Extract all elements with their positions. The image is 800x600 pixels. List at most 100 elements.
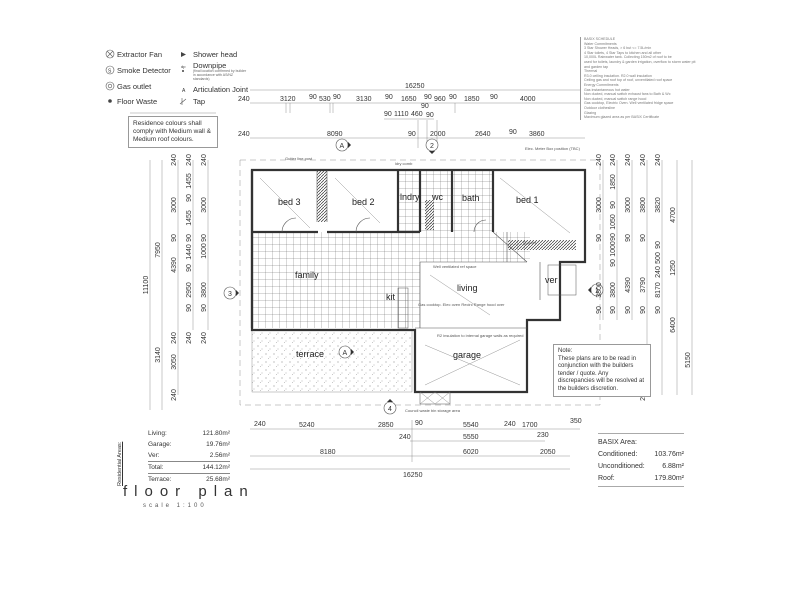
dimension-label: 3000	[596, 197, 603, 213]
svg-text:R2 insulation to internal gara: R2 insulation to internal garage walls a…	[437, 333, 524, 338]
dimension-label: 90	[625, 306, 632, 314]
dimension-label: 3800	[640, 197, 647, 213]
dimension-label: 90	[426, 112, 434, 119]
basix-commitment-line: Thermal	[584, 69, 598, 74]
dimension-label: 2850	[378, 422, 394, 429]
basix-commitment-line: Maximum glazed area as per BASIX Certifi…	[584, 115, 660, 120]
dimension-label: 90	[421, 103, 429, 110]
room-verandah: ver	[545, 275, 558, 285]
dimension-label: 3000	[625, 197, 632, 213]
dimension-label: 240	[254, 421, 266, 428]
dimension-label: 90	[186, 264, 193, 272]
residential-areas: Residential Areas: Living:121.80m² Garag…	[117, 428, 230, 486]
dimension-label: 90	[610, 201, 617, 209]
dimension-label: 500	[655, 252, 662, 264]
downpipe-icon: dp	[181, 64, 186, 72]
dimension-label: 90	[596, 234, 603, 242]
basix-commitment-line: Gas instantaneous hot water	[584, 87, 630, 92]
room-living: living	[457, 283, 478, 293]
smoke-detector-icon: S	[105, 65, 115, 75]
svg-text:Council waste bin storage area: Council waste bin storage area	[405, 408, 461, 413]
shower-head-icon	[181, 52, 186, 57]
legend-label: Articulation Joint	[193, 85, 249, 94]
dimension-label: 11100	[143, 276, 150, 295]
basix-area: BASIX Area: Conditioned:103.76m² Uncondi…	[598, 433, 684, 487]
dimension-label: 16250	[403, 472, 423, 479]
svg-text:Q-sizes: Q-sizes	[523, 240, 537, 245]
dimension-label: 90	[610, 259, 617, 267]
drawing-title: floor plan	[123, 483, 255, 500]
dimension-label: 1850	[610, 174, 617, 190]
svg-text:A: A	[340, 143, 345, 150]
area-row: Ver:2.56m²	[148, 450, 230, 462]
dimension-label: 3800	[201, 282, 208, 298]
basix-row: Conditioned:103.76m²	[598, 450, 684, 458]
legend-label: Smoke Detector	[117, 66, 171, 75]
dimension-label: 90	[309, 94, 317, 101]
dimension-label: 3800	[610, 282, 617, 298]
room-garage: garage	[453, 350, 481, 360]
top-dimensions: 16250 240 3120 90 530 90 3130 90 1650 90…	[238, 83, 585, 148]
downpipe-note: (final location confirmed by builder in …	[193, 69, 247, 81]
basix-commitments-title: BASIX SCHEDULE	[584, 37, 616, 41]
dimension-label: 90	[625, 234, 632, 242]
svg-text:Gas cooktop. Elec oven Recirc: Gas cooktop. Elec oven Recirc Range hood…	[418, 302, 505, 307]
dimension-label: 240	[238, 131, 250, 138]
dimension-label: 240	[186, 332, 193, 344]
left-dimensions: 1110079503140240300090439024030502402401…	[143, 154, 209, 410]
svg-text:2: 2	[430, 143, 434, 150]
basix-commitment-line: Outdoor clothesline	[584, 105, 615, 110]
basix-commitment-line: Ceiling gas and roof top of roof, unvent…	[584, 78, 673, 83]
room-terrace: terrace	[296, 349, 324, 359]
legend-label: Floor Waste	[117, 97, 157, 106]
area-row: Terrace:25.68m²	[148, 476, 230, 483]
legend-label: Downpipe	[193, 61, 226, 70]
dimension-label: 6400	[670, 317, 677, 333]
dimension-label: 4000	[520, 96, 536, 103]
dimension-label: 240	[610, 154, 617, 166]
dimension-label: 1000	[610, 241, 617, 257]
drawing-scale: scale 1:100	[143, 503, 207, 509]
dimension-label: 4700	[670, 207, 677, 223]
basix-commitment-line: Gas cooktop, Electric Oven. Well ventila…	[584, 101, 674, 106]
dimension-label: 240	[171, 154, 178, 166]
dimension-label: 5240	[299, 422, 315, 429]
basix-commitment-line: Energy Commitments	[584, 82, 619, 87]
basix-commitment-line: and garden tap	[584, 64, 609, 69]
room-bed-2: bed 2	[352, 197, 375, 207]
basix-commitment-line: Glazing	[584, 110, 597, 115]
dimension-label: 960	[434, 96, 446, 103]
grid-marker-2: 2	[425, 138, 439, 154]
dimension-label: 90	[424, 94, 432, 101]
dimension-label: 240	[399, 434, 411, 441]
grid-marker-4: 4	[383, 399, 397, 415]
svg-text:3: 3	[228, 291, 232, 298]
section-marker-a-bottom-arrow	[351, 349, 354, 355]
basix-commitment-line: Non ducted, manual switch exhaust fans t…	[584, 92, 671, 97]
svg-text:dp: dp	[181, 64, 186, 69]
dimension-label: 90	[186, 194, 193, 202]
dimension-label: 3800	[596, 282, 603, 298]
room-bed-1: bed 1	[516, 195, 539, 205]
area-row: Living:121.80m²	[148, 430, 230, 437]
dimension-label: 3000	[201, 197, 208, 213]
dimension-label: 8090	[327, 131, 343, 138]
dimension-label: 90	[596, 306, 603, 314]
basix-commitment-line: Water Commitments	[584, 41, 617, 46]
dimension-label: 230	[537, 432, 549, 439]
annotations: Gutter line post Elec. Meter Box positio…	[285, 146, 581, 413]
dimension-label: 3140	[155, 347, 162, 363]
svg-text:Well ventilated ref space: Well ventilated ref space	[433, 264, 477, 269]
dimension-label: 90	[655, 241, 662, 249]
svg-text:1: 1	[595, 288, 599, 295]
dimension-label: 90	[490, 94, 498, 101]
svg-text:A: A	[182, 88, 186, 94]
basix-commitment-line: 3 Star Shower Heads, > 6 but <= 7.5L/min	[584, 46, 652, 51]
legend: Extractor Fan S Smoke Detector Gas outle…	[105, 49, 249, 114]
dimension-label: 90	[449, 94, 457, 101]
dimension-label: 240	[655, 266, 662, 278]
dimension-label: 90	[610, 233, 617, 241]
dimension-label: 16250	[405, 83, 425, 90]
dimension-label: 240	[596, 154, 603, 166]
